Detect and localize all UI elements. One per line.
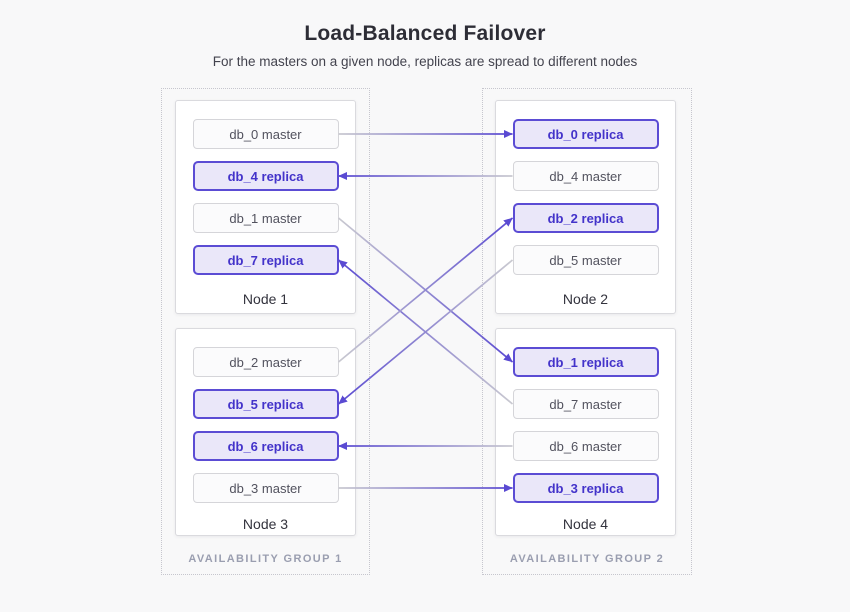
availability-group-label-1: AVAILABILITY GROUP 1 bbox=[188, 553, 343, 565]
db-box-db_6-replica: db_6 replica bbox=[192, 431, 339, 461]
db-box-db_4-replica: db_4 replica bbox=[192, 161, 339, 191]
db-box-db_4-master: db_4 master bbox=[512, 161, 659, 191]
db-box-db_6-master: db_6 master bbox=[512, 431, 659, 461]
node-label-node2: Node 2 bbox=[562, 291, 609, 307]
db-box-db_1-master: db_1 master bbox=[192, 203, 339, 233]
page-subtitle: For the masters on a given node, replica… bbox=[212, 54, 638, 69]
db-box-db_1-replica: db_1 replica bbox=[512, 347, 659, 377]
node-label-node4: Node 4 bbox=[562, 516, 609, 532]
db-box-db_3-replica: db_3 replica bbox=[512, 473, 659, 503]
db-box-db_7-replica: db_7 replica bbox=[192, 245, 339, 275]
page-title: Load-Balanced Failover bbox=[304, 22, 546, 45]
db-box-db_5-master: db_5 master bbox=[512, 245, 659, 275]
availability-group-2: db_0 replica db_4 master db_2 replica db_5 … bbox=[482, 88, 692, 575]
db-box-db_2-replica: db_2 replica bbox=[512, 203, 659, 233]
node-card-node2: db_0 replica db_4 master db_2 replica db_5 … bbox=[495, 100, 676, 314]
node-label-node3: Node 3 bbox=[242, 516, 289, 532]
db-box-db_0-replica: db_0 replica bbox=[512, 119, 659, 149]
node-card-node4: db_1 replica db_7 master db_6 master db_3 r… bbox=[495, 328, 676, 536]
availability-group-label-2: AVAILABILITY GROUP 2 bbox=[509, 553, 665, 565]
db-box-db_2-master: db_2 master bbox=[192, 347, 339, 377]
node-card-node3: db_2 master db_5 replica db_6 replica db_3 … bbox=[175, 328, 356, 536]
db-box-db_0-master: db_0 master bbox=[192, 119, 339, 149]
db-box-db_3-master: db_3 master bbox=[192, 473, 339, 503]
availability-group-1: db_0 master db_4 replica db_1 master db_7 r… bbox=[161, 88, 370, 575]
node-card-node1: db_0 master db_4 replica db_1 master db_7 r… bbox=[175, 100, 356, 314]
node-label-node1: Node 1 bbox=[242, 291, 289, 307]
db-box-db_7-master: db_7 master bbox=[512, 389, 659, 419]
db-box-db_5-replica: db_5 replica bbox=[192, 389, 339, 419]
